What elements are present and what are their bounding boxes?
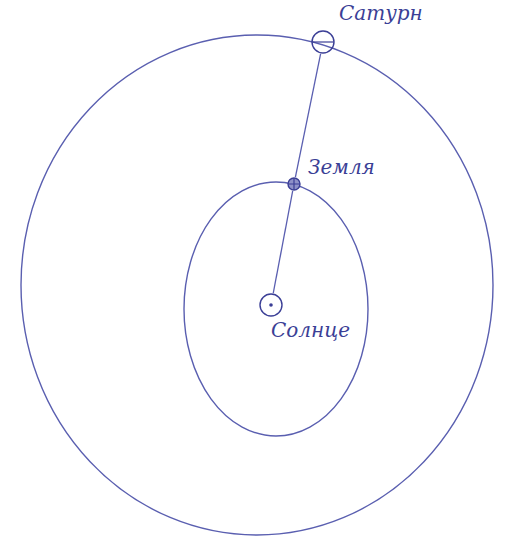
planet-label: Солнце [271, 319, 350, 341]
connector-line [273, 191, 292, 293]
connector-stroke [273, 191, 292, 293]
earth-cross [288, 178, 300, 190]
planet-outline [259, 293, 283, 317]
planet-label: Сатурн [339, 2, 423, 24]
planet-label: Земля [308, 156, 375, 178]
planet-ring [260, 294, 282, 316]
inner-orbit [184, 182, 368, 436]
outer-orbit [21, 35, 493, 535]
sun-dot [269, 303, 273, 307]
saturn-line [312, 41, 334, 42]
planet-circle: Земля [287, 177, 301, 191]
planet-circle: Сатурн [311, 30, 335, 54]
planet-outline [287, 177, 301, 191]
planet-ring [288, 178, 300, 190]
planet-ring [312, 31, 334, 53]
planet-outline [311, 30, 335, 54]
planet-circle: Солнце [259, 293, 283, 317]
